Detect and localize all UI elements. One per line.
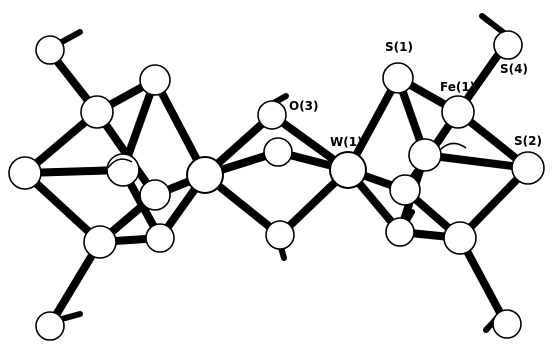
atom-bridge-bottom (265, 220, 295, 250)
atom-left-fe-top (80, 95, 114, 129)
atom-left-terminal-top (35, 35, 65, 65)
atom-right-terminal-bottom (492, 309, 522, 339)
bridge-atoms (186, 100, 367, 250)
left-cluster-bonds (22, 49, 209, 328)
atom-w2 (186, 156, 224, 194)
right-fe-orientation-mark (439, 142, 467, 151)
atom-right-fe-inner (408, 138, 442, 172)
atom-left-s-inner (139, 179, 171, 211)
atom-s2 (511, 151, 545, 185)
label-w1: W(1) (330, 135, 363, 149)
atom-left-fe-bottom (83, 225, 117, 259)
left-cluster-atoms (8, 35, 175, 341)
label-s4: S(4) (500, 62, 528, 76)
atom-labels: O(3) W(1) S(1) Fe(1) S(4) S(2) (289, 40, 542, 149)
atom-s4 (493, 30, 523, 60)
atom-left-terminal-bottom (35, 311, 65, 341)
atom-right-fe-bottom (443, 221, 477, 255)
label-s1: S(1) (385, 40, 413, 54)
right-cluster-bonds (344, 42, 531, 324)
atom-left-s-top (139, 64, 171, 96)
atom-w1 (329, 151, 367, 189)
atom-left-s-bottom (145, 223, 175, 253)
atom-fe1 (441, 95, 475, 129)
atom-bridge-mid (263, 137, 293, 167)
atom-right-s-inner (389, 174, 421, 206)
label-s2: S(2) (514, 134, 542, 148)
atom-left-s-far (8, 156, 42, 190)
bridge-bonds (202, 111, 351, 239)
atom-o3 (257, 100, 287, 130)
label-fe1: Fe(1) (440, 80, 475, 94)
atom-s1 (382, 62, 414, 94)
right-cluster-atoms (382, 30, 545, 339)
label-o3: O(3) (289, 99, 319, 113)
left-fe-orientation-mark (107, 158, 133, 169)
atom-right-s-bottom (385, 217, 415, 247)
